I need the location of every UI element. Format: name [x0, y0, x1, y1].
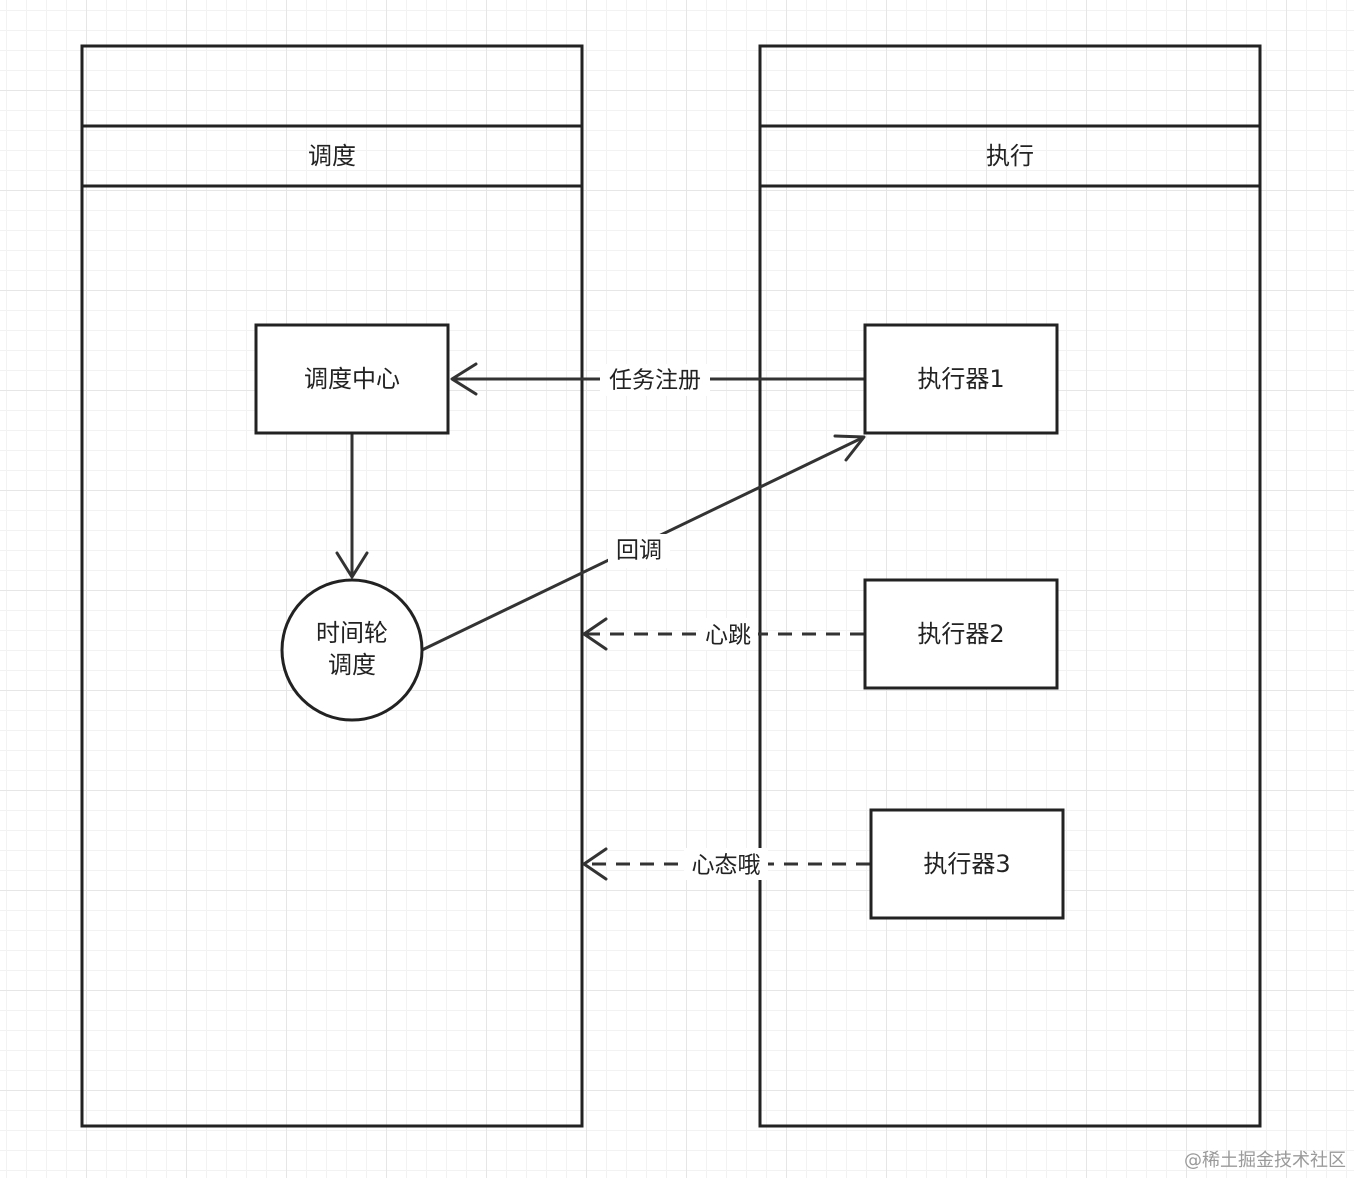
node-executor-3-label: 执行器3 — [923, 850, 1010, 878]
node-time-wheel-label-line1: 时间轮 — [316, 619, 388, 647]
node-executor-3-box — [869, 808, 1065, 920]
swimlane-schedule-title: 调度 — [308, 142, 356, 170]
edge-heartbeat[interactable]: 心跳 — [582, 617, 864, 651]
node-executor-3[interactable]: 执行器3 — [869, 808, 1065, 920]
edge-heartbeat-2[interactable]: 心态哦 — [582, 847, 870, 881]
edge-callback[interactable]: 回调 — [421, 434, 866, 652]
swimlane-execute-title: 执行 — [986, 142, 1034, 170]
edge-heartbeat-arrowhead — [582, 617, 608, 651]
edge-callback-arrowhead — [833, 434, 866, 462]
swimlane-schedule-frame — [80, 44, 584, 1128]
node-time-wheel[interactable]: 时间轮 调度 — [280, 578, 424, 722]
swimlane-execute-frame — [758, 44, 1262, 1128]
node-scheduler-center[interactable]: 调度中心 — [254, 323, 450, 435]
node-executor-1-box — [863, 323, 1059, 435]
node-executor-2-label: 执行器2 — [917, 620, 1004, 648]
node-executor-1[interactable]: 执行器1 — [863, 323, 1059, 435]
node-scheduler-center-label: 调度中心 — [304, 365, 400, 393]
swimlane-schedule[interactable]: 调度 — [80, 44, 584, 1128]
node-executor-1-label: 执行器1 — [917, 365, 1004, 393]
node-executor-2-box — [863, 578, 1059, 690]
watermark: @稀土掘金技术社区 — [1184, 1150, 1346, 1171]
edge-heartbeat-2-arrowhead — [582, 847, 608, 881]
edge-center-to-wheel[interactable] — [335, 433, 369, 579]
edge-task-register-label: 任务注册 — [609, 368, 701, 394]
edge-callback-label: 回调 — [616, 538, 662, 564]
swimlane-execute[interactable]: 执行 — [758, 44, 1262, 1128]
edge-heartbeat-label: 心跳 — [705, 623, 751, 649]
edge-center-to-wheel-arrowhead — [335, 551, 369, 579]
edge-task-register[interactable]: 任务注册 — [450, 362, 864, 396]
node-time-wheel-circle — [280, 578, 424, 722]
node-time-wheel-label-line2: 调度 — [328, 651, 376, 679]
edge-task-register-label-bg — [600, 364, 710, 396]
edge-heartbeat-label-bg — [698, 618, 758, 650]
node-executor-2[interactable]: 执行器2 — [863, 578, 1059, 690]
edge-heartbeat-2-label-bg — [684, 848, 768, 880]
edge-callback-label-bg — [608, 534, 670, 568]
edge-task-register-arrowhead — [450, 362, 478, 396]
node-scheduler-center-box — [254, 323, 450, 435]
edge-heartbeat-2-label: 心态哦 — [692, 853, 761, 879]
